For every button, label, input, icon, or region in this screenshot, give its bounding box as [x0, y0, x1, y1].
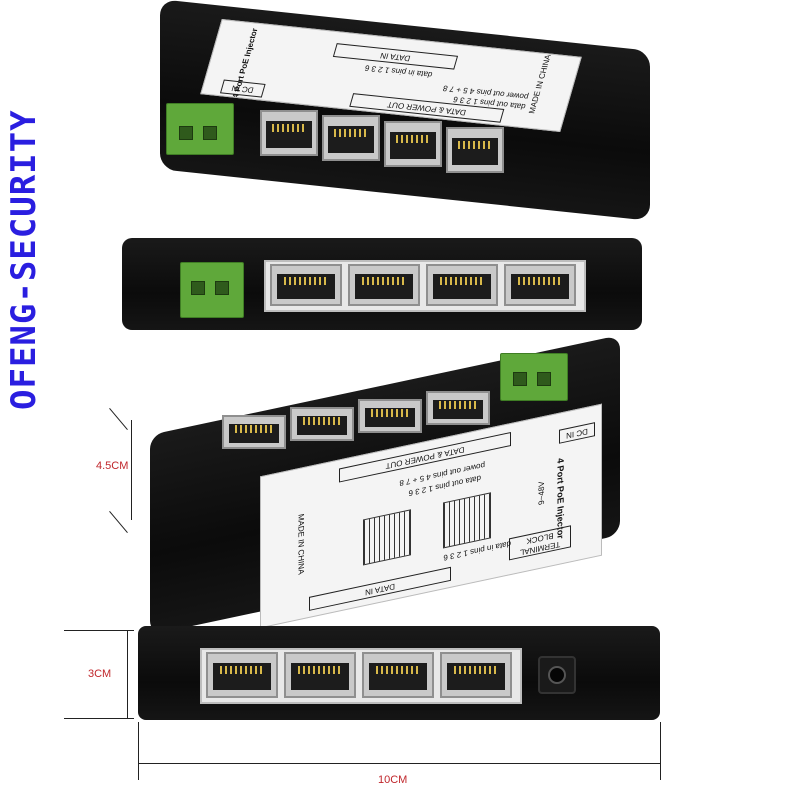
rj45-port	[270, 264, 342, 306]
label-terminal-block: TERMINAL BLOCK	[509, 525, 571, 561]
rj45-port	[446, 127, 504, 173]
rj45-port	[358, 399, 422, 433]
rj45-port	[348, 264, 420, 306]
rj45-port	[284, 652, 356, 698]
rj45-port	[222, 415, 286, 449]
terminal-block	[180, 262, 244, 318]
length-dimension-label: 10CM	[378, 774, 408, 786]
rj45-port	[362, 652, 434, 698]
rj45-port	[504, 264, 576, 306]
rj45-port	[322, 115, 380, 161]
watermark-text: OFENG-SECURITY	[4, 109, 44, 410]
rj45-port	[426, 264, 498, 306]
device-view-label-angle: 4 Port PoE Injector DC IN 9~48V TERMINAL…	[140, 335, 660, 635]
height-dimension-label: 4.5CM	[96, 460, 129, 472]
height-dimension-line	[131, 420, 132, 520]
label-made-in: MADE IN CHINA	[526, 54, 553, 115]
label-voltage: 9~48V	[536, 480, 546, 506]
length-dimension-right	[660, 722, 661, 780]
device-view-front-dc	[138, 626, 660, 720]
length-dimension-line	[138, 763, 660, 764]
device-view-top-angle: 4 Port PoE Injector DC IN DATA & POWER O…	[150, 0, 660, 221]
rj45-port	[206, 652, 278, 698]
rj45-port	[426, 391, 490, 425]
height-dimension-tick	[109, 407, 128, 431]
terminal-block	[500, 353, 568, 401]
length-dimension-left	[138, 722, 139, 780]
depth-dimension-top	[64, 630, 134, 631]
pinout-diagram	[443, 492, 491, 549]
terminal-block	[166, 103, 234, 155]
depth-dimension-bottom	[64, 718, 134, 719]
label-data-in: DATA IN	[309, 566, 451, 611]
rj45-port	[384, 121, 442, 167]
pinout-diagram	[363, 509, 411, 566]
height-dimension-tick	[109, 510, 128, 534]
depth-dimension-label: 3CM	[88, 668, 112, 680]
rj45-port	[290, 407, 354, 441]
label-made-in: MADE IN CHINA	[296, 512, 306, 576]
depth-dimension-line	[127, 630, 128, 718]
rj45-port	[440, 652, 512, 698]
device-view-front-terminal	[122, 238, 642, 330]
rj45-port	[260, 110, 318, 156]
label-dc-in: DC IN	[559, 422, 595, 444]
label-dc-in: DC IN	[219, 79, 266, 98]
dc-power-jack	[538, 656, 576, 694]
